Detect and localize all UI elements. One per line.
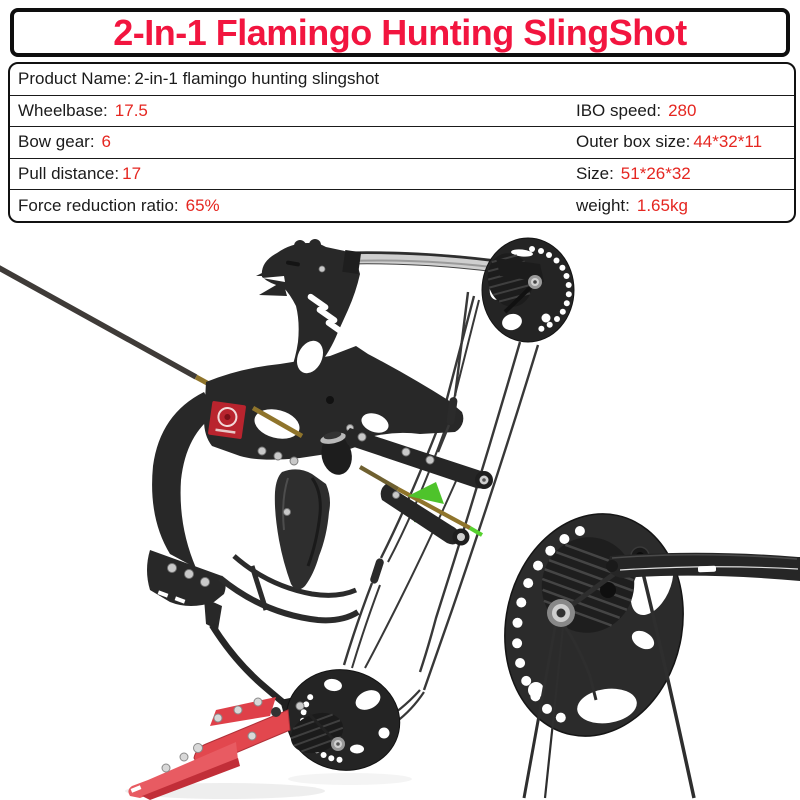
force-reduction-value: 65% bbox=[185, 195, 220, 215]
product-name-label: Product Name: bbox=[18, 69, 132, 89]
size-label: Size: bbox=[576, 164, 614, 184]
closeup-limb bbox=[606, 552, 800, 581]
arrow-nock bbox=[468, 526, 484, 537]
brand-logo-sticker bbox=[208, 401, 246, 439]
damper-cylinder bbox=[320, 431, 352, 475]
size-value: 51*26*32 bbox=[620, 164, 691, 184]
arrow-midsection bbox=[251, 406, 400, 491]
outer-box-size-label: Outer box size: bbox=[576, 132, 691, 152]
bow-gear-value: 6 bbox=[101, 132, 112, 152]
closeup-cam-wheel bbox=[504, 513, 800, 799]
bow-gear-label: Bow gear: bbox=[18, 132, 95, 152]
spec-row-2: Bow gear: 6 Outer box size: 44*32*11 bbox=[10, 126, 794, 158]
red-foot-stirrup bbox=[128, 697, 291, 800]
stirrup-screws bbox=[161, 697, 263, 773]
lower-draw-arm bbox=[380, 484, 470, 546]
weight-label: weight: bbox=[576, 195, 630, 215]
arrow-shaft bbox=[0, 265, 233, 399]
weight-value: 1.65kg bbox=[636, 195, 688, 215]
wheelbase-value: 17.5 bbox=[114, 100, 148, 120]
bottom-cam-wheel bbox=[280, 669, 401, 771]
spec-row-4: Force reduction ratio: 65% weight: 1.65k… bbox=[10, 189, 794, 221]
product-title: 2-In-1 Flamingo Hunting SlingShot bbox=[113, 11, 687, 53]
product-name-value: 2-in-1 flamingo hunting slingshot bbox=[134, 69, 380, 89]
force-reduction-label: Force reduction ratio: bbox=[18, 195, 179, 215]
spec-row-3: Pull distance: 17 Size: 51*26*32 bbox=[10, 157, 794, 190]
outer-box-size-value: 44*32*11 bbox=[693, 132, 763, 152]
spec-table: Product Name: 2-in-1 flamingo hunting sl… bbox=[8, 62, 796, 223]
spec-row-product-name: Product Name: 2-in-1 flamingo hunting sl… bbox=[10, 64, 794, 95]
bow-riser bbox=[147, 239, 464, 711]
bottom-cam-module bbox=[290, 712, 344, 754]
title-banner: 2-In-1 Flamingo Hunting SlingShot bbox=[10, 8, 790, 57]
ibo-speed-label: IBO speed: bbox=[576, 100, 662, 120]
top-cam-wheel bbox=[481, 237, 575, 343]
bow-strings bbox=[342, 295, 540, 723]
bow-grip bbox=[274, 469, 330, 590]
upper-draw-arm bbox=[345, 428, 493, 489]
wheelbase-label: Wheelbase: bbox=[18, 100, 108, 120]
pull-distance-label: Pull distance: bbox=[18, 164, 120, 184]
ibo-speed-value: 280 bbox=[668, 100, 697, 120]
pull-distance-value: 17 bbox=[122, 164, 142, 184]
string-servings bbox=[370, 291, 470, 584]
spec-row-1: Wheelbase: 17.5 IBO speed: 280 bbox=[10, 94, 794, 127]
closeup-cam-strings bbox=[522, 554, 696, 799]
product-photo bbox=[0, 237, 800, 800]
